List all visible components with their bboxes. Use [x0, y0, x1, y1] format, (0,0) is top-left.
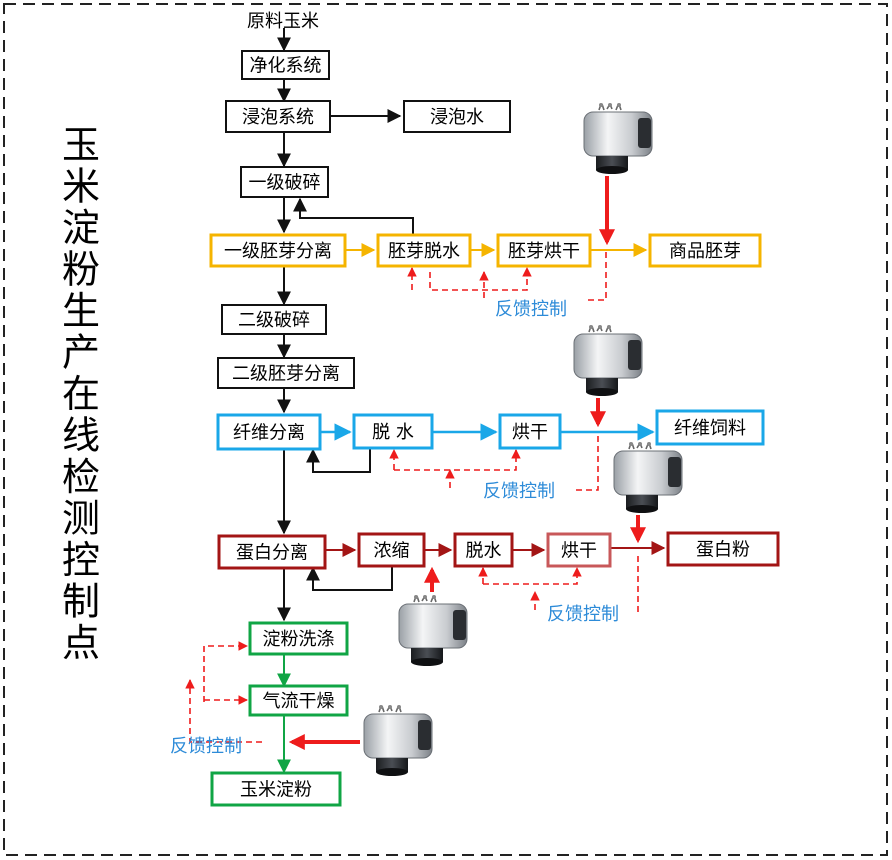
title-char: 米	[62, 165, 100, 209]
sensor-protein-icon	[398, 594, 468, 667]
node-germ-product: 商品胚芽	[648, 233, 762, 268]
feedback-label-protein: 反馈控制	[547, 604, 619, 625]
control-signals	[185, 176, 646, 750]
node-box	[666, 531, 780, 567]
node-box	[241, 50, 330, 80]
node-label: 浸泡水	[430, 107, 484, 128]
node-label: 净化系统	[250, 56, 322, 77]
title-char: 测	[62, 497, 100, 541]
node-label: 二级破碎	[238, 310, 310, 331]
title-char: 检	[62, 455, 100, 499]
node-crush1: 一级破碎	[240, 166, 329, 198]
node-box	[209, 233, 347, 268]
node-box	[217, 357, 355, 389]
sensor-starch-icon	[363, 704, 433, 777]
node-protein-sep: 蛋白分离	[217, 534, 327, 570]
node-box	[248, 684, 349, 717]
node-box	[352, 413, 434, 450]
node-label: 浓缩	[374, 541, 410, 562]
title-char: 生	[62, 289, 100, 333]
node-box	[655, 409, 765, 446]
node-label: 淀粉洗涤	[263, 629, 335, 650]
sensor-germ-icon	[583, 102, 653, 175]
feedback-labels: 反馈控制 反馈控制 反馈控制 反馈控制	[170, 299, 619, 757]
node-fiber-feed: 纤维饲料	[655, 409, 765, 446]
title-char: 在	[62, 372, 100, 416]
node-box	[453, 532, 514, 568]
node-germ-dewater: 胚芽脱水	[376, 233, 472, 268]
node-purification: 净化系统	[241, 50, 330, 80]
node-label: 二级胚芽分离	[232, 364, 340, 385]
node-label: 气流干燥	[263, 691, 335, 712]
title-char: 产	[62, 331, 100, 375]
node-box	[496, 233, 592, 268]
node-label: 一级破碎	[249, 173, 321, 194]
title-char: 玉	[62, 123, 100, 167]
node-label: 纤维分离	[233, 423, 305, 444]
node-protein-dewater: 脱水	[453, 532, 514, 568]
node-concentrate: 浓缩	[357, 532, 426, 568]
outer-dashed-border	[3, 3, 888, 856]
node-germ-sep2: 二级胚芽分离	[217, 357, 355, 389]
node-box	[216, 413, 322, 451]
sensor-fiber-2-icon	[613, 441, 683, 514]
node-starch-wash: 淀粉洗涤	[248, 621, 349, 656]
node-label: 蛋白分离	[236, 543, 308, 564]
node-label: 胚芽脱水	[388, 241, 460, 262]
node-box	[376, 233, 472, 268]
node-label: 玉米淀粉	[240, 780, 312, 801]
node-box	[403, 100, 511, 133]
node-corn-starch: 玉米淀粉	[210, 771, 342, 807]
node-fiber-dewater: 脱 水	[352, 413, 434, 450]
node-label: 纤维饲料	[674, 418, 746, 439]
node-label: 胚芽烘干	[508, 241, 580, 262]
node-label: 一级胚芽分离	[224, 241, 332, 262]
node-protein-powder: 蛋白粉	[666, 531, 780, 567]
feedback-label-starch: 反馈控制	[170, 736, 242, 757]
title-char: 淀	[62, 206, 100, 250]
node-box	[248, 621, 349, 656]
node-label: 烘干	[512, 422, 548, 443]
node-germ-dry: 胚芽烘干	[496, 233, 592, 268]
node-box	[546, 532, 612, 568]
node-label: 浸泡系统	[242, 107, 314, 128]
node-box	[648, 233, 762, 268]
node-label: 商品胚芽	[669, 241, 741, 262]
node-box	[357, 532, 426, 568]
title-char: 点	[62, 621, 100, 665]
node-germ-sep1: 一级胚芽分离	[209, 233, 347, 268]
node-fiber-dry: 烘干	[498, 413, 562, 450]
node-crush2: 二级破碎	[221, 304, 327, 335]
node-box	[225, 100, 331, 133]
title-char: 制	[62, 580, 100, 624]
node-label: 脱 水	[372, 422, 414, 443]
node-fiber-sep: 纤维分离	[216, 413, 322, 451]
node-box	[217, 534, 327, 570]
node-box	[210, 771, 342, 807]
sensor-fiber-1-icon	[573, 324, 643, 397]
node-steep-water: 浸泡水	[403, 100, 511, 133]
node-box	[221, 304, 327, 335]
title-char: 控	[62, 538, 100, 582]
node-label: 蛋白粉	[696, 540, 750, 561]
node-steeping: 浸泡系统	[225, 100, 331, 133]
flow-arrows	[277, 28, 666, 774]
node-flash-dry: 气流干燥	[248, 684, 349, 717]
feedback-label-fiber: 反馈控制	[483, 481, 555, 502]
node-label: 烘干	[561, 541, 597, 562]
node-protein-dry: 烘干	[546, 532, 612, 568]
feedback-label-germ: 反馈控制	[495, 299, 567, 320]
node-box	[498, 413, 562, 450]
node-label: 脱水	[466, 541, 502, 562]
raw-corn-label: 原料玉米	[247, 11, 319, 32]
node-box	[240, 166, 329, 198]
title-char: 粉	[62, 248, 100, 292]
title-char: 线	[62, 414, 100, 458]
